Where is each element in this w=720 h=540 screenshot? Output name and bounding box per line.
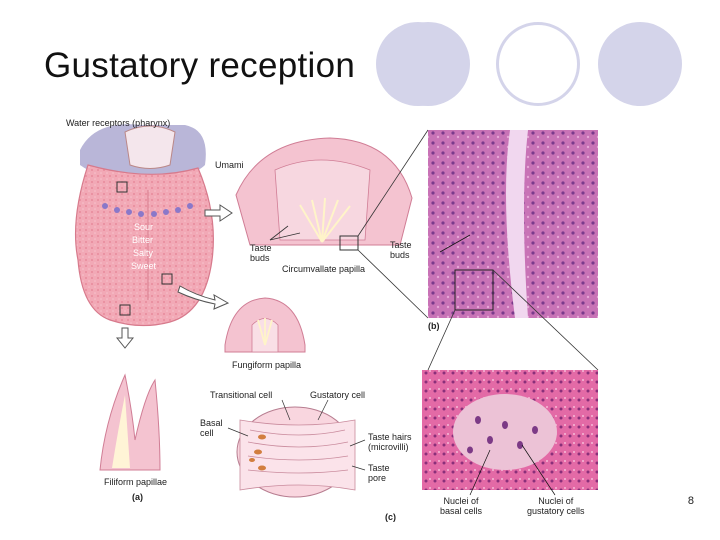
label-sour: Sour (134, 222, 153, 232)
circumvallate-papilla-illustration (236, 130, 428, 318)
page-number: 8 (688, 495, 694, 507)
label-fungiform: Fungiform papilla (232, 360, 301, 370)
label-taste-buds-micrograph: Taste buds (390, 240, 412, 260)
label-water-receptors: Water receptors (pharynx) (66, 118, 170, 128)
label-bitter: Bitter (132, 235, 153, 245)
fungiform-papilla-illustration (225, 298, 305, 352)
label-circumvallate: Circumvallate papilla (282, 264, 365, 274)
label-filiform: Filiform papillae (104, 477, 167, 487)
label-umami: Umami (215, 160, 244, 170)
label-nuclei-basal: Nuclei of basal cells (440, 496, 482, 516)
taste-bud-diagram (228, 400, 365, 497)
label-taste-hairs: Taste hairs (microvilli) (368, 432, 412, 452)
label-basal-cell: Basal cell (200, 418, 223, 438)
panel-letter-a: (a) (132, 492, 143, 502)
filiform-papillae-illustration (100, 375, 160, 470)
label-salty: Salty (133, 248, 153, 258)
panel-letter-c: (c) (385, 512, 396, 522)
micrograph-b (428, 130, 598, 370)
tongue-illustration (76, 165, 214, 326)
label-taste-buds-left: Taste buds (250, 243, 272, 263)
label-taste-pore: Taste pore (368, 463, 390, 483)
panel-letter-b: (b) (428, 321, 440, 331)
label-gustatory-cell: Gustatory cell (310, 390, 365, 400)
micrograph-c (422, 370, 598, 495)
label-sweet: Sweet (131, 261, 156, 271)
label-transitional-cell: Transitional cell (210, 390, 272, 400)
label-nuclei-gustatory: Nuclei of gustatory cells (527, 496, 585, 516)
